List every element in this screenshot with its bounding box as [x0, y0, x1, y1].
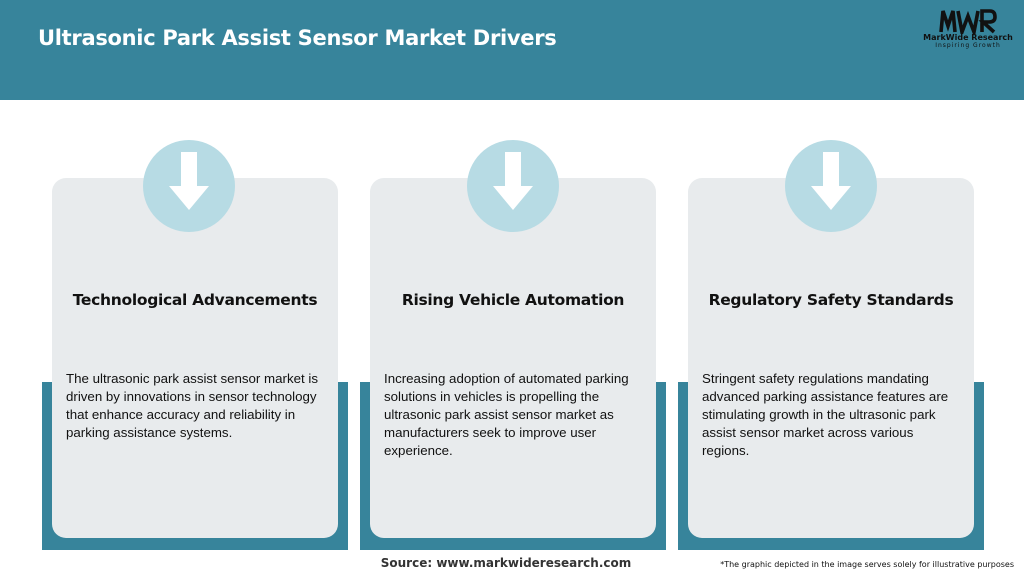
card-panel: Rising Vehicle Automation Increasing ado…	[370, 178, 656, 538]
page-title: Ultrasonic Park Assist Sensor Market Dri…	[38, 26, 557, 50]
card-icon-circle	[785, 140, 877, 232]
card-description: Stringent safety regulations mandating a…	[702, 371, 949, 458]
card-title: Technological Advancements	[72, 291, 318, 309]
down-arrow-icon	[493, 152, 533, 210]
source-link[interactable]: Source: www.markwideresearch.com	[380, 556, 632, 570]
driver-card-regulatory-safety-standards: Regulatory Safety Standards Stringent sa…	[678, 140, 984, 550]
driver-card-technological-advancements: Technological Advancements The ultrasoni…	[42, 140, 348, 550]
logo-tagline: Inspiring Growth	[935, 42, 1001, 49]
logo-name: MarkWide Research	[923, 33, 1013, 42]
card-title: Rising Vehicle Automation	[401, 291, 625, 309]
mwr-logo-icon	[939, 9, 997, 34]
header-banner: Ultrasonic Park Assist Sensor Market Dri…	[0, 0, 1024, 100]
card-description: Increasing adoption of automated parking…	[384, 371, 629, 458]
company-logo[interactable]: MarkWide Research Inspiring Growth	[918, 8, 1018, 60]
card-panel: Technological Advancements The ultrasoni…	[52, 178, 338, 538]
card-icon-circle	[143, 140, 235, 232]
card-panel: Regulatory Safety Standards Stringent sa…	[688, 178, 974, 538]
disclaimer-note: *The graphic depicted in the image serve…	[720, 560, 1014, 569]
card-icon-circle	[467, 140, 559, 232]
card-title: Regulatory Safety Standards	[708, 291, 954, 309]
down-arrow-icon	[811, 152, 851, 210]
down-arrow-icon	[169, 152, 209, 210]
card-description: The ultrasonic park assist sensor market…	[66, 371, 318, 440]
driver-card-rising-vehicle-automation: Rising Vehicle Automation Increasing ado…	[360, 140, 666, 550]
